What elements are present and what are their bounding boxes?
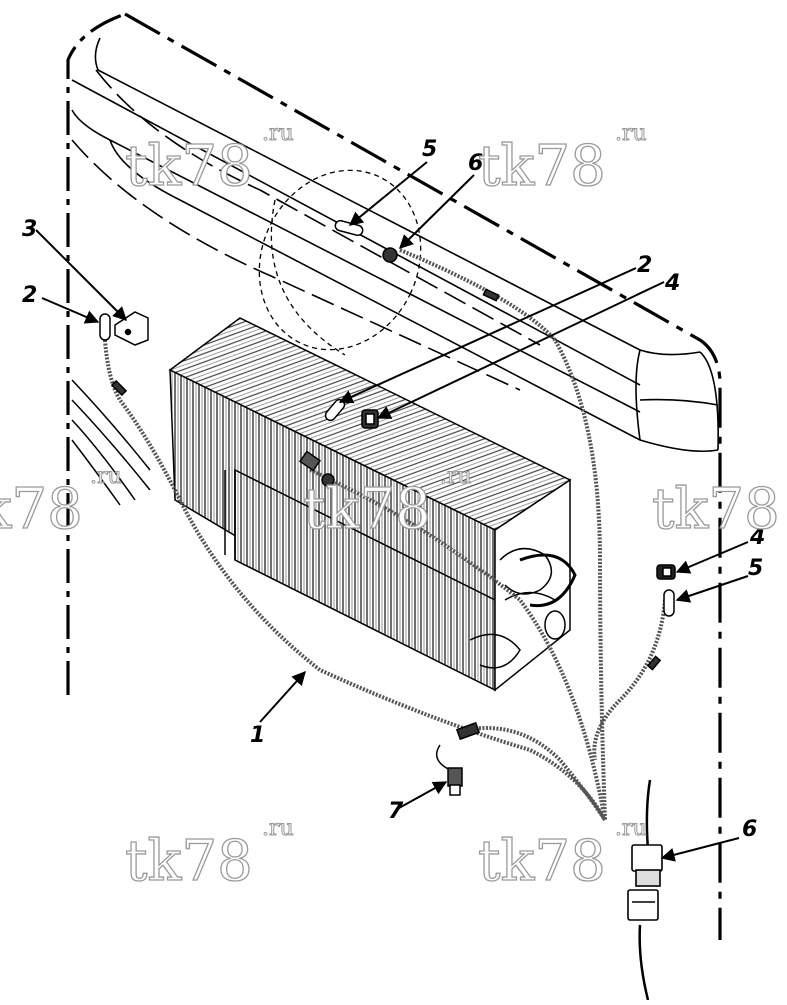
fan-shroud [258, 169, 422, 356]
callout-6-lower: 6 [742, 817, 757, 842]
sensor-right [646, 589, 675, 671]
sensor-coil [298, 398, 346, 487]
svg-text:tk78: tk78 [478, 134, 606, 199]
watermark-3: tk78 .ru [0, 464, 122, 543]
mounting-bracket [114, 311, 149, 346]
callout-4-upper: 4 [664, 271, 680, 296]
watermarks: tk78 .ru tk78 .ru tk78 .ru tk78 .ru tk78… [0, 121, 780, 895]
harness-connector [627, 844, 663, 921]
svg-text:.ru: .ru [90, 464, 122, 489]
watermark-7: tk78 .ru [477, 816, 647, 895]
wiring-harness [103, 248, 667, 822]
side-ribs [71, 379, 151, 506]
callout-7: 7 [388, 799, 404, 824]
pressure-switch [435, 721, 481, 796]
callout-6-upper: 6 [468, 151, 483, 176]
clip-right [656, 564, 676, 580]
svg-text:tk78: tk78 [478, 829, 606, 894]
callout-3: 3 [22, 217, 37, 242]
svg-text:tk78: tk78 [0, 477, 83, 542]
clip-coil [361, 409, 379, 429]
callout-2-left: 2 [22, 283, 37, 308]
svg-text:.ru: .ru [440, 464, 472, 489]
callout-2-right: 2 [637, 253, 652, 278]
callout-5-lower: 5 [748, 556, 763, 581]
svg-text:.ru: .ru [262, 121, 294, 146]
callout-5-upper: 5 [422, 137, 437, 162]
sensor-return-air [99, 313, 128, 397]
watermark-1: tk78 .ru [124, 121, 294, 200]
callout-labels: 1 2 2 3 4 4 5 5 6 6 7 [22, 137, 765, 842]
callout-4-lower: 4 [749, 525, 765, 550]
sensor-fan [334, 219, 500, 302]
svg-text:.ru: .ru [615, 121, 647, 146]
harness-drop-cable [638, 779, 652, 1001]
watermark-4: tk78 .ru [302, 464, 472, 543]
svg-text:tk78: tk78 [652, 477, 780, 542]
leader-lines [35, 161, 749, 862]
evaporator-cover [71, 37, 719, 453]
svg-text:tk78: tk78 [125, 829, 253, 894]
svg-text:.ru: .ru [262, 816, 294, 841]
svg-text:.ru: .ru [615, 816, 647, 841]
callout-1: 1 [250, 723, 265, 748]
watermark-2: tk78 .ru [477, 121, 647, 200]
svg-text:tk78: tk78 [303, 477, 431, 542]
watermark-5: tk78 [651, 476, 780, 542]
svg-text:tk78: tk78 [125, 134, 253, 199]
watermark-6: tk78 .ru [124, 816, 294, 895]
housing-outline [66, 12, 722, 940]
